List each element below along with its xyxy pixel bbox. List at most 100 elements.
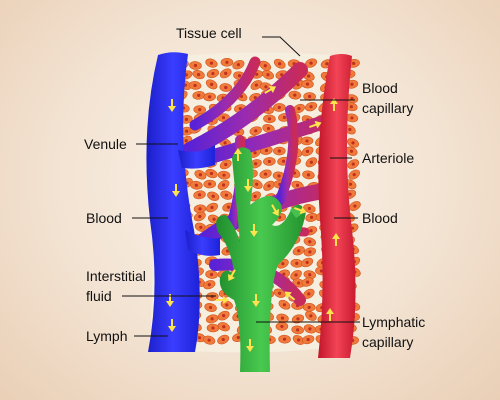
cell-nucleus	[350, 116, 354, 120]
label-venule: Venule	[84, 136, 127, 152]
cell-nucleus	[255, 72, 259, 76]
cell-nucleus	[253, 194, 257, 198]
cell-nucleus	[309, 229, 313, 233]
cell-nucleus	[197, 193, 202, 197]
cell-nucleus	[307, 292, 311, 296]
cell-nucleus	[198, 108, 202, 112]
cell-nucleus	[295, 183, 300, 187]
cell-nucleus	[222, 314, 226, 318]
cell-nucleus	[295, 261, 299, 265]
cell-nucleus	[267, 117, 272, 121]
flow-arrow-icon	[166, 294, 174, 307]
cell-nucleus	[222, 325, 226, 329]
cell-nucleus	[211, 326, 215, 330]
cell-nucleus	[297, 338, 301, 342]
cell-nucleus	[277, 174, 281, 178]
cell-nucleus	[264, 148, 269, 153]
cell-nucleus	[193, 83, 197, 88]
label-blood-right: Blood	[362, 210, 398, 226]
cell-nucleus	[350, 97, 354, 101]
cell-nucleus	[221, 183, 226, 187]
cell-nucleus	[207, 338, 211, 342]
label-blood-left: Blood	[86, 210, 122, 226]
cell-nucleus	[348, 127, 352, 132]
cell-nucleus	[210, 205, 214, 210]
cell-nucleus	[254, 83, 258, 87]
cell-nucleus	[210, 317, 214, 321]
cell-nucleus	[267, 184, 271, 188]
flow-arrows	[166, 86, 340, 352]
cell-nucleus	[198, 173, 203, 177]
cell-nucleus	[184, 139, 188, 143]
label-lymphatic-line1: Lymphatic	[362, 314, 426, 330]
cell-nucleus	[305, 139, 309, 143]
cell-nucleus	[254, 162, 258, 166]
cell-nucleus	[307, 74, 311, 78]
cell-nucleus	[305, 149, 310, 154]
arteriole-vessel	[318, 54, 356, 358]
cell-nucleus	[208, 182, 212, 186]
cell-nucleus	[277, 149, 281, 153]
cell-nucleus	[353, 204, 357, 208]
cell-nucleus	[309, 215, 314, 220]
label-lymphatic-line2: capillary	[362, 334, 414, 350]
cell-nucleus	[193, 63, 198, 68]
cell-nucleus	[278, 62, 282, 66]
cell-nucleus	[225, 60, 229, 64]
cell-nucleus	[308, 327, 312, 331]
cell-nucleus	[221, 337, 225, 342]
cell-nucleus	[281, 262, 285, 266]
cell-nucleus	[263, 64, 267, 68]
cell-nucleus	[296, 317, 300, 321]
leader-tissue-cell	[262, 36, 301, 57]
cell-nucleus	[348, 192, 352, 196]
cell-nucleus	[266, 126, 271, 131]
cell-nucleus	[282, 337, 287, 341]
label-lymph: Lymph	[86, 328, 128, 344]
cell-nucleus	[254, 129, 258, 133]
leader-lines	[122, 36, 360, 337]
cell-nucleus	[309, 105, 313, 109]
cell-nucleus	[348, 182, 353, 186]
cell-nucleus	[305, 260, 309, 265]
label-arteriole: Arteriole	[362, 150, 415, 166]
cell-nucleus	[208, 95, 212, 99]
cell-nucleus	[194, 183, 198, 187]
cell-nucleus	[309, 160, 313, 164]
cell-nucleus	[226, 205, 231, 209]
cell-nucleus	[197, 336, 202, 340]
cell-nucleus	[309, 61, 313, 65]
cell-nucleus	[325, 62, 329, 66]
cell-nucleus	[280, 324, 284, 329]
cell-nucleus	[281, 159, 286, 163]
cell-nucleus	[308, 94, 312, 99]
cell-nucleus	[307, 305, 311, 309]
flow-arrow-icon	[326, 308, 334, 321]
cell-nucleus	[237, 74, 242, 78]
cell-nucleus	[185, 129, 189, 133]
flow-arrow-icon	[284, 291, 296, 301]
flow-arrow-icon	[172, 184, 180, 197]
cell-nucleus	[306, 337, 310, 342]
cell-nucleus	[352, 173, 356, 177]
cell-nucleus	[223, 141, 227, 145]
label-tissue-cell: Tissue cell	[176, 25, 242, 41]
cell-nucleus	[221, 116, 226, 120]
cell-nucleus	[224, 193, 228, 197]
cell-nucleus	[282, 272, 286, 276]
cell-nucleus	[198, 214, 202, 219]
cell-nucleus	[212, 217, 216, 221]
label-interstitial-line2: fluid	[86, 288, 112, 304]
venule-vessel	[146, 52, 200, 352]
cell-nucleus	[197, 93, 201, 97]
cell-nucleus	[305, 82, 310, 86]
cell-nucleus	[236, 335, 240, 340]
lymphatic-capillary	[216, 147, 306, 372]
cell-nucleus	[208, 305, 213, 310]
flow-arrow-icon	[168, 319, 176, 332]
cell-nucleus	[211, 194, 215, 198]
cell-nucleus	[211, 71, 215, 76]
flow-arrow-icon	[234, 148, 242, 161]
cell-nucleus	[280, 73, 284, 77]
